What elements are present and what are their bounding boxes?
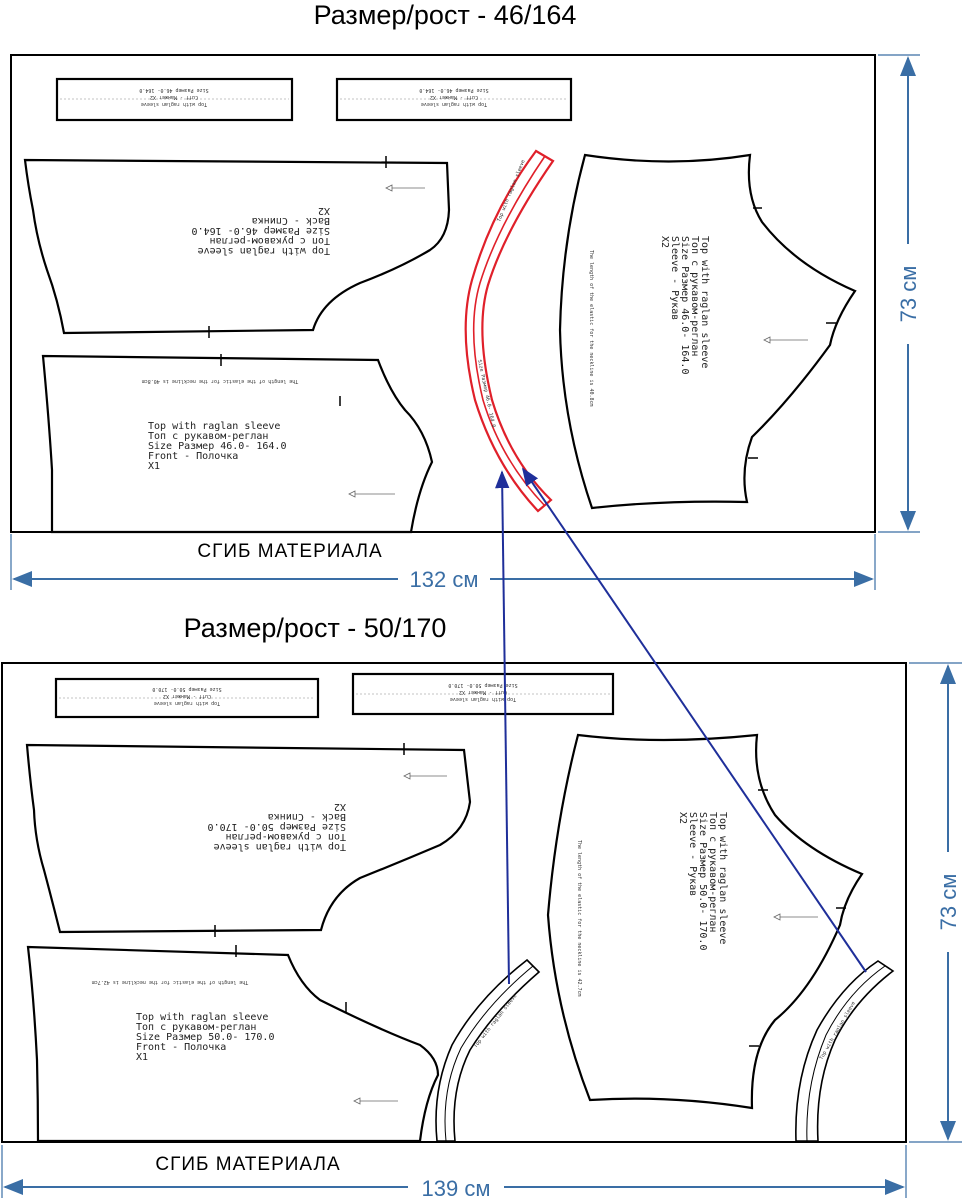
svg-text:X2: X2	[659, 236, 670, 248]
svg-text:Back - Спинка: Back - Спинка	[268, 811, 346, 822]
svg-text:Top with raglan sleeve: Top with raglan sleeve	[421, 101, 487, 107]
bottom-front-piece: The length of the elastic for the neckli…	[26, 945, 440, 1143]
bottom-width-label: 139 см	[422, 1176, 491, 1200]
top-cuff-piece-2: Top with raglan sleeve Cuff - Манжет X2 …	[335, 77, 573, 122]
svg-text:Топ с рукавом-реглан: Топ с рукавом-реглан	[136, 1022, 256, 1033]
bottom-sleeve-piece: Top with raglan sleeve Топ с рукавом-рег…	[546, 733, 864, 1110]
svg-text:X2: X2	[677, 812, 688, 824]
svg-text:X2: X2	[318, 205, 330, 216]
top-front-label: Top with raglan sleeve	[148, 421, 280, 432]
svg-text:Size Размер 50.0- 170.0: Size Размер 50.0- 170.0	[136, 1032, 274, 1043]
bottom-fold-label: СГИБ МАТЕРИАЛА	[155, 1154, 340, 1175]
svg-text:X1: X1	[148, 461, 160, 472]
svg-text:Top with raglan sleeve: Top with raglan sleeve	[154, 700, 220, 706]
svg-text:Front - Полочка: Front - Полочка	[148, 451, 238, 462]
bottom-layout-title: Размер/рост - 50/170	[184, 613, 447, 643]
svg-text:Size Размер 46.0- 164.0: Size Размер 46.0- 164.0	[148, 441, 286, 452]
svg-text:Топ с рукавом-реглан: Топ с рукавом-реглан	[707, 812, 718, 932]
top-cuff-label-1: Top with raglan sleeve	[141, 101, 207, 107]
svg-text:Top with raglan sleeve: Top with raglan sleeve	[214, 841, 346, 852]
connector-arrow-right	[521, 467, 867, 973]
svg-text:Size Размер 46.0- 164.0: Size Размер 46.0- 164.0	[192, 225, 330, 236]
svg-text:X1: X1	[136, 1052, 148, 1063]
svg-text:Size Размер 50.0- 170.0: Size Размер 50.0- 170.0	[208, 821, 346, 832]
svg-text:X2: X2	[334, 801, 346, 812]
svg-text:Back - Спинка: Back - Спинка	[252, 215, 330, 226]
top-back-label: Top with raglan sleeve	[198, 245, 330, 256]
svg-text:Cuff - Манжет X2: Cuff - Манжет X2	[459, 689, 507, 695]
bottom-cuff-piece-1: Top with raglan sleeve Cuff - Манжет X2 …	[54, 677, 320, 719]
svg-text:Cuff - Манжет X2: Cuff - Манжет X2	[163, 693, 211, 699]
top-sleeve-piece: Top with raglan sleeve Топ с рукавом-рег…	[558, 153, 857, 510]
svg-text:Sleeve - Рукав: Sleeve - Рукав	[687, 812, 698, 896]
bottom-back-piece: Top with raglan sleeve Топ с рукавом-рег…	[25, 743, 472, 937]
svg-text:Size Размер 46.0- 164.0: Size Размер 46.0- 164.0	[139, 87, 208, 93]
top-front-piece: The length of the elastic for the neckli…	[41, 354, 434, 534]
svg-text:The length of the elastic for: The length of the elastic for the neckli…	[92, 979, 249, 985]
bottom-cuff-piece-2: Top with raglan sleeve Cuff - Манжет X2 …	[351, 672, 615, 716]
top-fold-label: СГИБ МАТЕРИАЛА	[197, 541, 382, 562]
svg-text:Top with raglan sleeve: Top with raglan sleeve	[717, 812, 728, 944]
svg-text:Топ с рукавом-реглан: Топ с рукавом-реглан	[210, 235, 330, 246]
svg-text:Cuff - Манжет X2: Cuff - Манжет X2	[430, 94, 478, 100]
svg-text:Top with raglan sleeve: Top with raglan sleeve	[450, 696, 516, 702]
svg-text:The length of the elastic for: The length of the elastic for the neckli…	[142, 378, 299, 384]
svg-text:Cuff - Манжет X2: Cuff - Манжет X2	[150, 94, 198, 100]
svg-text:The length of the elastic for: The length of the elastic for the neckli…	[588, 250, 594, 407]
svg-text:Size Размер 50.0- 170.0: Size Размер 50.0- 170.0	[448, 682, 517, 688]
svg-text:The length of the elastic for: The length of the elastic for the neckli…	[576, 840, 582, 997]
top-sleeve-label: Top with raglan sleeve	[699, 236, 710, 368]
top-layout-title: Размер/рост - 46/164	[314, 0, 577, 30]
svg-text:Топ с рукавом-реглан: Топ с рукавом-реглан	[226, 831, 346, 842]
connector-arrow-left	[495, 470, 510, 985]
top-height-label: 73 см	[896, 266, 921, 323]
svg-text:Top with raglan sleeve: Top with raglan sleeve	[136, 1012, 268, 1023]
svg-text:Топ с рукавом-реглан: Топ с рукавом-реглан	[148, 431, 268, 442]
svg-text:Size Размер 46.0- 164.0: Size Размер 46.0- 164.0	[419, 87, 488, 93]
svg-text:Size Размер 50.0- 170.0: Size Размер 50.0- 170.0	[152, 686, 221, 692]
svg-text:Sleeve - Рукав: Sleeve - Рукав	[669, 236, 680, 320]
svg-text:Size Размер 46.0- 164.0: Size Размер 46.0- 164.0	[679, 236, 690, 374]
top-cuff-piece-1: Top with raglan sleeve Cuff - Манжет X2 …	[55, 77, 294, 122]
bottom-height-label: 73 см	[936, 874, 961, 931]
top-width-label: 132 см	[410, 567, 479, 592]
svg-text:Топ с рукавом-реглан: Топ с рукавом-реглан	[689, 236, 700, 356]
top-back-piece: Top with raglan sleeve Топ с рукавом-рег…	[23, 156, 451, 338]
svg-text:Front - Полочка: Front - Полочка	[136, 1042, 226, 1053]
svg-text:Size Размер 50.0- 170.0: Size Размер 50.0- 170.0	[697, 812, 708, 950]
